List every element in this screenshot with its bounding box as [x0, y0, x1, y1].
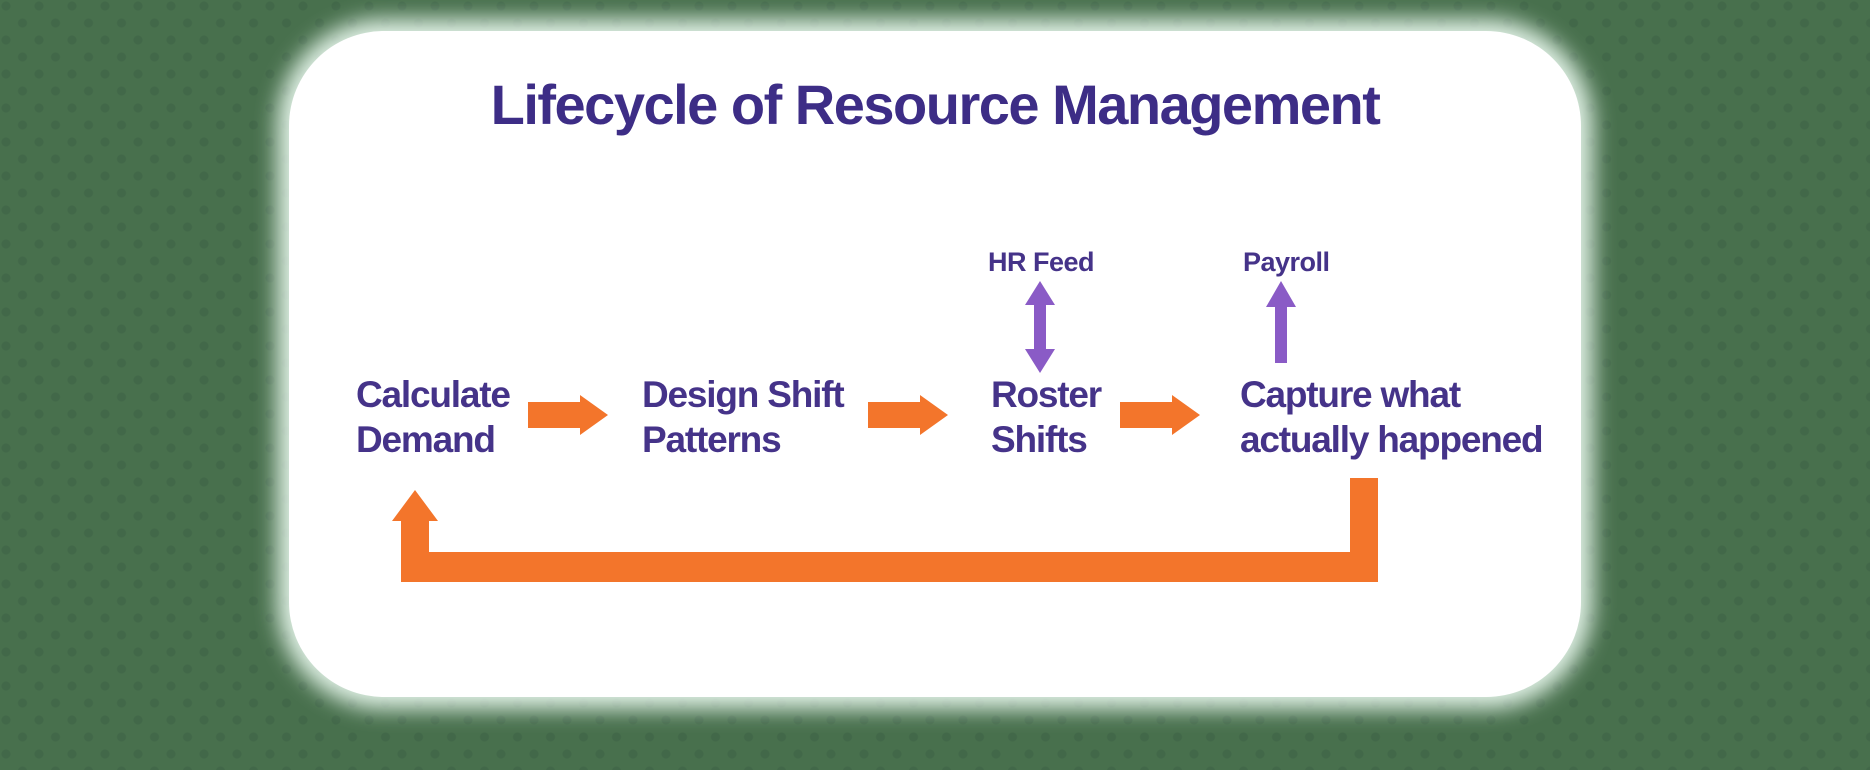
arrow-right-icon	[1120, 395, 1200, 435]
step-label-line: Calculate	[356, 374, 511, 415]
step-label-line: actually happened	[1240, 419, 1544, 460]
page-title: Lifecycle of Resource Management	[490, 73, 1381, 136]
step-capture-what-actually-happened: Capture what actually happened	[1240, 372, 1544, 462]
step-roster-shifts: Roster Shifts	[991, 372, 1102, 462]
step-label-line: Shifts	[991, 419, 1088, 460]
bidirectional-arrow-icon	[1025, 281, 1055, 373]
step-label-line: Design Shift	[642, 374, 845, 415]
arrow-up-icon	[1266, 281, 1296, 363]
step-label-line: Roster	[991, 374, 1102, 415]
arrow-right-icon	[528, 395, 608, 435]
step-calculate-demand: Calculate Demand	[356, 372, 511, 462]
feedback-loop-arrow-icon	[392, 478, 1378, 582]
diagram-card	[289, 31, 1581, 697]
step-label-line: Patterns	[642, 419, 782, 460]
payroll-label: Payroll	[1243, 247, 1330, 277]
hr-feed-label: HR Feed	[988, 247, 1095, 277]
step-label-line: Capture what	[1240, 374, 1461, 415]
step-label-line: Demand	[356, 419, 496, 460]
step-design-shift-patterns: Design Shift Patterns	[642, 372, 845, 462]
arrow-right-icon	[868, 395, 948, 435]
